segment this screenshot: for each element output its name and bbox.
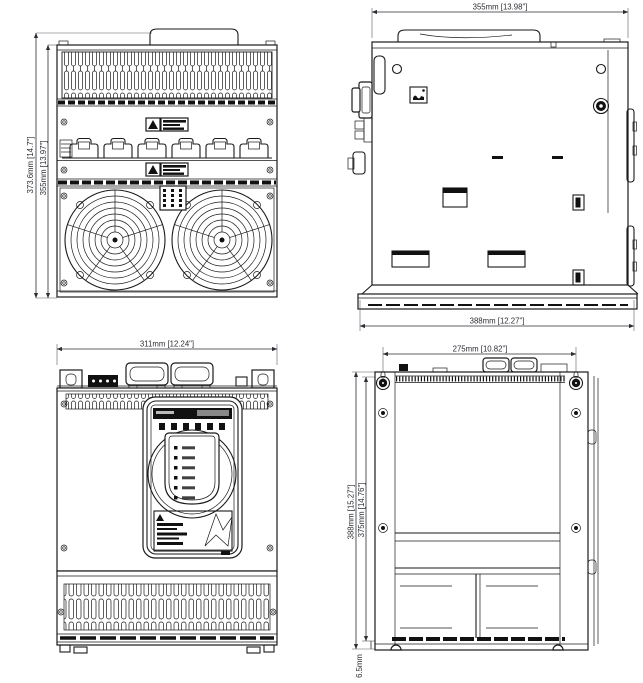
status-led-icon bbox=[174, 466, 195, 470]
view-side: 355mm [13.98"] bbox=[347, 3, 639, 331]
dim-overall-height-label: 388mm [15.27"] bbox=[347, 485, 356, 540]
warning-triangle-icon bbox=[145, 117, 189, 132]
flange-notch bbox=[390, 644, 402, 651]
foot bbox=[246, 646, 261, 654]
vent-hole bbox=[391, 63, 403, 75]
arrow-graphic bbox=[204, 513, 233, 547]
status-led-icon bbox=[174, 476, 195, 480]
foot bbox=[263, 644, 275, 653]
view-mounting: 275mm [10.82"] 388mm [15.27"] 375mm [14.… bbox=[347, 345, 599, 678]
keypad-button bbox=[183, 423, 189, 430]
keypad-button bbox=[219, 423, 225, 430]
foot bbox=[73, 646, 88, 654]
status-led-icon bbox=[174, 486, 195, 490]
warning-triangle-icon bbox=[145, 162, 189, 177]
terminal-stripe-block bbox=[59, 139, 73, 158]
dim-mount-height-label: 375mm [14.76"] bbox=[357, 483, 366, 538]
dsub-connector bbox=[125, 362, 169, 389]
dial-ring bbox=[147, 429, 237, 519]
dsub-connector bbox=[170, 362, 214, 389]
view-rear-fans: 373.6mm [14.7"] 355mm [13.97"] bbox=[26, 28, 278, 299]
keypad-header bbox=[153, 408, 232, 419]
mounting-plate bbox=[374, 371, 589, 651]
dim-overall-height-label: 373.6mm [14.7"] bbox=[26, 137, 35, 194]
cable-grommet bbox=[592, 97, 610, 115]
corner-tab bbox=[373, 55, 386, 95]
base-plate bbox=[357, 293, 638, 310]
side-connector bbox=[354, 120, 365, 130]
top-connector bbox=[399, 364, 408, 371]
dsub-connector bbox=[482, 357, 510, 373]
side-connector bbox=[352, 151, 366, 175]
vent-slots bbox=[63, 583, 271, 631]
carry-handle bbox=[397, 29, 541, 42]
status-led-icon bbox=[174, 446, 195, 450]
vent-hole bbox=[595, 63, 607, 75]
hot-surface-icon bbox=[409, 86, 428, 104]
flange-notch bbox=[552, 644, 564, 651]
keypad-button bbox=[159, 423, 165, 430]
keypad-button bbox=[195, 423, 201, 430]
device-body bbox=[371, 41, 629, 286]
top-connector bbox=[540, 363, 568, 373]
keypad bbox=[142, 396, 243, 559]
aux-connector bbox=[235, 376, 248, 387]
status-led-icon bbox=[174, 456, 195, 460]
edge-rail bbox=[626, 225, 635, 287]
heatsink-fins bbox=[61, 51, 273, 99]
dsub-connector bbox=[510, 357, 538, 373]
dim-body-height-label: 355mm [13.97"] bbox=[39, 141, 48, 196]
status-led-icon bbox=[174, 496, 195, 500]
keypad-button bbox=[171, 423, 177, 430]
product-label bbox=[153, 510, 233, 552]
foot bbox=[59, 644, 71, 653]
terminal-block bbox=[88, 375, 118, 387]
keypad-button bbox=[207, 423, 213, 430]
dim-base-width-label: 388mm [12.27"] bbox=[470, 317, 525, 326]
warning-triangle-icon bbox=[156, 514, 164, 521]
terminal-pins bbox=[163, 189, 182, 207]
dim-top-width-label: 355mm [13.98"] bbox=[473, 3, 528, 12]
edge-rail bbox=[626, 108, 635, 183]
dim-width-label: 311mm [12.24"] bbox=[140, 340, 194, 349]
dim-width-label: 275mm [10.82"] bbox=[453, 345, 508, 354]
dim-base-offset-label: 6.5mm bbox=[355, 654, 364, 678]
view-front: 311mm [12.24"] bbox=[56, 340, 278, 654]
carry-handle bbox=[149, 28, 239, 45]
